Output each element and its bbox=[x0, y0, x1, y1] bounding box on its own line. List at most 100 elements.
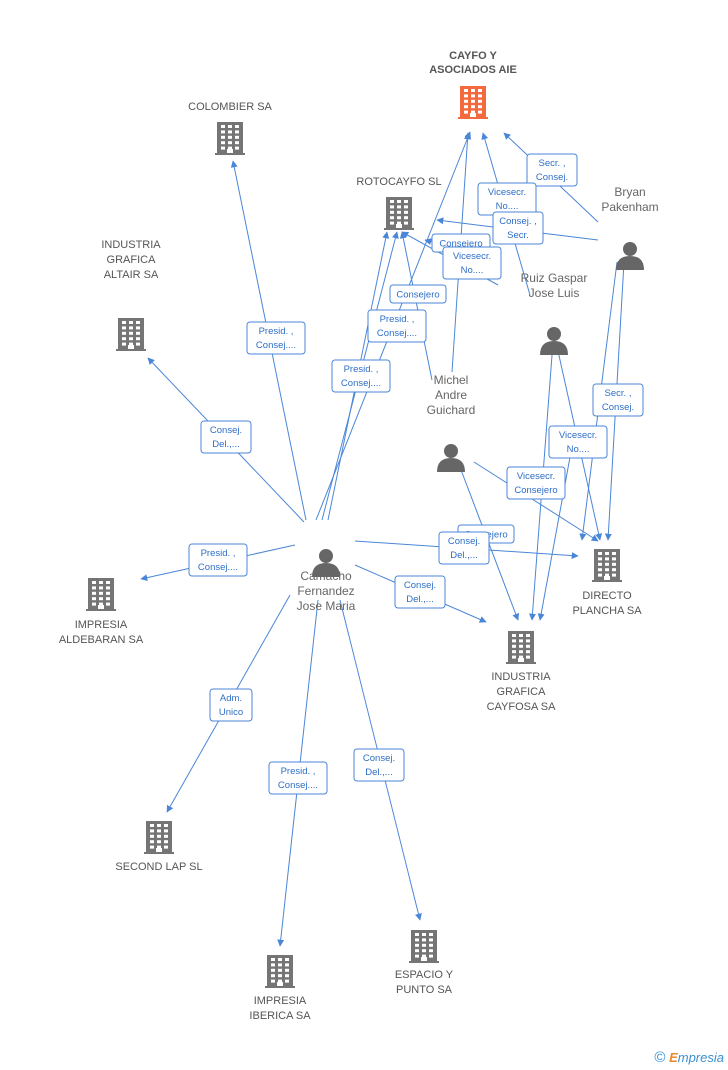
edge-label-text: Consej. bbox=[404, 580, 436, 591]
person-label-ruiz-line: Jose Luis bbox=[529, 286, 580, 300]
edge-label-e7[interactable]: Presid. ,Consej.... bbox=[367, 309, 427, 343]
edge-label-box bbox=[389, 284, 447, 304]
company-label-cayfosa-line: CAYFOSA SA bbox=[487, 701, 557, 713]
person-label-camacho-line: Fernandez bbox=[297, 584, 354, 598]
edge-label-box bbox=[353, 748, 405, 782]
company-label-altair-line: ALTAIR SA bbox=[104, 269, 159, 281]
edges bbox=[140, 131, 625, 947]
edge-label-e1[interactable]: Secr. ,Consej. bbox=[526, 153, 578, 187]
edge-label-e20[interactable]: Consej.Del.,... bbox=[353, 748, 405, 782]
person-label-bryan-line: Pakenham bbox=[601, 200, 658, 214]
edge-label-text: Consej. bbox=[602, 402, 634, 413]
company-building-icon-altair[interactable] bbox=[116, 318, 146, 351]
company-label-secondlap: SECOND LAP SL bbox=[115, 861, 202, 873]
edge-label-box bbox=[394, 575, 446, 609]
edge-label-box bbox=[246, 321, 306, 355]
edge-label-box bbox=[526, 153, 578, 187]
edge-line bbox=[537, 429, 576, 621]
edge-label-text: Del.,... bbox=[450, 550, 477, 561]
edge-label-e3[interactable]: Consej. , Secr. bbox=[492, 211, 544, 245]
edge-label-box bbox=[367, 309, 427, 343]
company-building-icon-iberica[interactable] bbox=[265, 955, 295, 988]
person-icon-ruiz[interactable] bbox=[540, 327, 568, 355]
edge-label-text: Del.,... bbox=[212, 439, 239, 450]
company-building-icon-directo[interactable] bbox=[592, 549, 622, 582]
edge-label-e13[interactable]: Vicesecr.Consejero bbox=[506, 466, 566, 500]
edge-label-e10[interactable]: Consej. Del.,... bbox=[200, 420, 252, 454]
edge-label-e12[interactable]: Vicesecr.No.... bbox=[548, 425, 608, 459]
edge-label-box bbox=[268, 761, 328, 795]
edge-label-box bbox=[331, 359, 391, 393]
edge-label-text: Consejero bbox=[439, 239, 482, 250]
person-icon-michel[interactable] bbox=[437, 444, 465, 472]
copyright-footer: © Empresia bbox=[654, 1049, 724, 1066]
company-label-rotocayfo-line: ROTOCAYFO SL bbox=[356, 176, 441, 188]
company-building-icon-rotocayfo[interactable] bbox=[384, 197, 414, 230]
copyright-icon: © bbox=[654, 1049, 666, 1066]
edge-label-e5[interactable]: Vicesecr. No.... bbox=[442, 246, 502, 280]
edge-label-e16[interactable]: Presid. ,Consej.... bbox=[188, 543, 248, 577]
company-label-iberica-line: IBERICA SA bbox=[249, 1010, 311, 1022]
edge-label-text: Consej. , bbox=[499, 216, 537, 227]
edge-label-text: Vicesecr. bbox=[453, 251, 491, 262]
edge-label-box bbox=[592, 383, 644, 417]
person-icon-bryan[interactable] bbox=[616, 242, 644, 270]
edge-label-text: Consej.... bbox=[278, 780, 318, 791]
edge-label-e9[interactable]: Presid. ,Consej.... bbox=[331, 359, 391, 393]
focus-company-building-icon[interactable] bbox=[458, 86, 488, 119]
edge-label-e18[interactable]: Adm.Unico bbox=[209, 688, 253, 722]
company-label-aldebaran-line: IMPRESIA bbox=[75, 619, 128, 631]
edge-label-text: Secr. , bbox=[539, 158, 566, 169]
edge-label-text: Consej.... bbox=[256, 340, 296, 351]
edge-label-box bbox=[548, 425, 608, 459]
edge-label-e11[interactable]: Secr. ,Consej. bbox=[592, 383, 644, 417]
company-label-cayfosa-line: GRAFICA bbox=[497, 686, 547, 698]
edge-label-box bbox=[438, 531, 490, 565]
company-label-espacio-line: PUNTO SA bbox=[396, 984, 453, 996]
person-label-camacho-line: Jose Maria bbox=[297, 599, 356, 613]
person-icon-camacho[interactable] bbox=[312, 549, 340, 577]
person-label-camacho-line: Camacho bbox=[300, 569, 352, 583]
edge-label-text: No.... bbox=[461, 265, 484, 276]
company-building-icon-secondlap[interactable] bbox=[144, 821, 174, 854]
company-label-directo-line: PLANCHA SA bbox=[572, 605, 642, 617]
edge-label-e17[interactable]: Consej.Del.,... bbox=[394, 575, 446, 609]
brand-initial: E bbox=[669, 1050, 678, 1065]
edge-label-text: Secr. bbox=[507, 230, 529, 241]
edge-label-e2[interactable]: Vicesecr.No.... bbox=[477, 182, 537, 216]
edge-label-e19[interactable]: Presid. ,Consej.... bbox=[268, 761, 328, 795]
edge-label-text: Unico bbox=[219, 707, 243, 718]
edge-label-text: Consej.... bbox=[198, 562, 238, 573]
brand-name: mpresia bbox=[677, 1050, 724, 1065]
company-label-espacio-line: ESPACIO Y bbox=[395, 969, 454, 981]
edge-label-e6[interactable]: Consejero bbox=[389, 284, 447, 304]
edge-label-e15[interactable]: Consej.Del.,... bbox=[438, 531, 490, 565]
edge-label-box bbox=[506, 466, 566, 500]
company-building-icon-colombier[interactable] bbox=[215, 122, 245, 155]
company-label-iberica-line: IMPRESIA bbox=[254, 995, 307, 1007]
edge-label-text: Consej. bbox=[210, 425, 242, 436]
person-label-bryan-line: Bryan bbox=[614, 185, 645, 199]
edge-label-box bbox=[442, 246, 502, 280]
edge-label-text: Consej. bbox=[363, 753, 395, 764]
edge-label-e8[interactable]: Presid. ,Consej.... bbox=[246, 321, 306, 355]
company-building-icon-aldebaran[interactable] bbox=[86, 578, 116, 611]
edge-label-box bbox=[209, 688, 253, 722]
company-building-icon-espacio[interactable] bbox=[409, 930, 439, 963]
company-building-icon-cayfosa[interactable] bbox=[506, 631, 536, 664]
edge-label-box bbox=[188, 543, 248, 577]
edge-line bbox=[399, 231, 433, 381]
company-label-cayfosa-line: INDUSTRIA bbox=[491, 671, 551, 683]
edge-label-text: Consej.... bbox=[341, 378, 381, 389]
focus-company-label-line: ASOCIADOS AIE bbox=[429, 64, 517, 76]
edge-label-text: Presid. , bbox=[380, 314, 415, 325]
